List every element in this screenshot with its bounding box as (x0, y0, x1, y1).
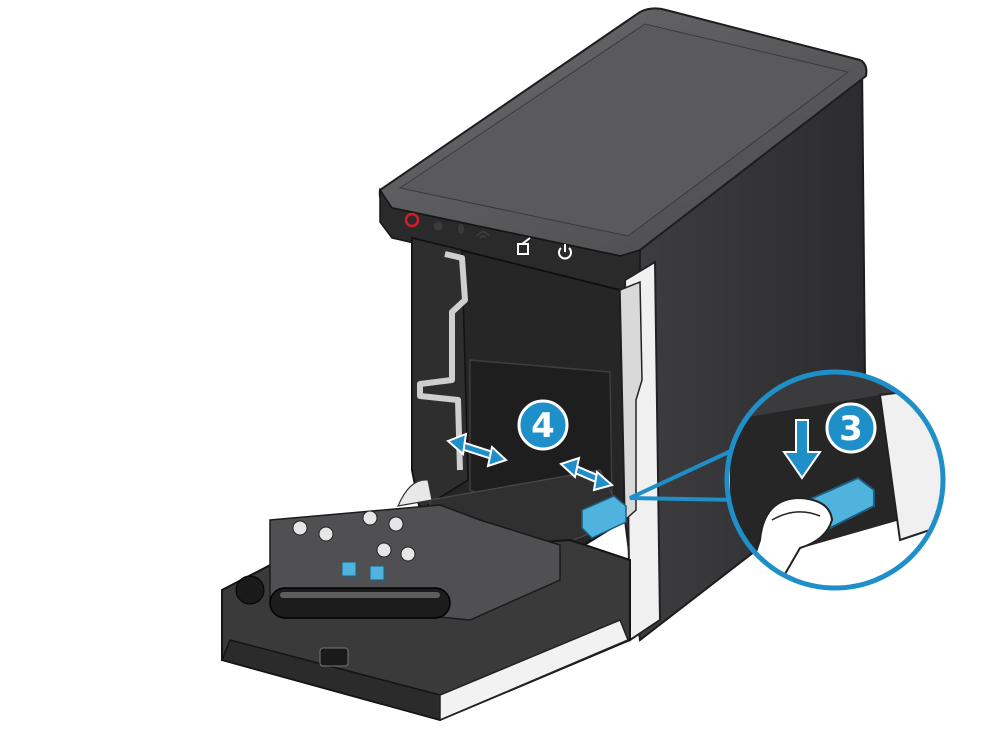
adjust-arrows (446, 432, 615, 492)
drawer-label (319, 647, 349, 667)
wifi-icon (476, 231, 490, 239)
front-drawer (220, 479, 631, 722)
error-icon (404, 212, 420, 228)
paper-feed-icon (517, 237, 531, 255)
double-arrow-icon (559, 456, 615, 492)
mechanism-tab (369, 565, 385, 581)
drawer-knob (235, 575, 265, 605)
bluetooth-icon (458, 224, 464, 234)
zoom-down-arrow (782, 419, 822, 480)
double-arrow-icon (446, 432, 508, 468)
drawer-side (439, 619, 629, 722)
step-3-label: 3 (839, 409, 863, 449)
roll-holder (397, 479, 433, 507)
step-4-badge: 4 (517, 399, 569, 451)
mechanism-tab (341, 561, 357, 577)
roller-row (292, 510, 416, 562)
printer-body (378, 7, 868, 642)
guide-lever (581, 495, 627, 539)
top-panel-inset (398, 23, 850, 237)
left-wall-frame (417, 251, 468, 471)
control-panel-icons (404, 212, 572, 260)
info-icon (433, 221, 443, 231)
zoom-circle (724, 369, 946, 591)
power-icon (558, 244, 572, 260)
step-3-badge: 3 (825, 402, 877, 454)
step-4-label: 4 (531, 406, 555, 446)
